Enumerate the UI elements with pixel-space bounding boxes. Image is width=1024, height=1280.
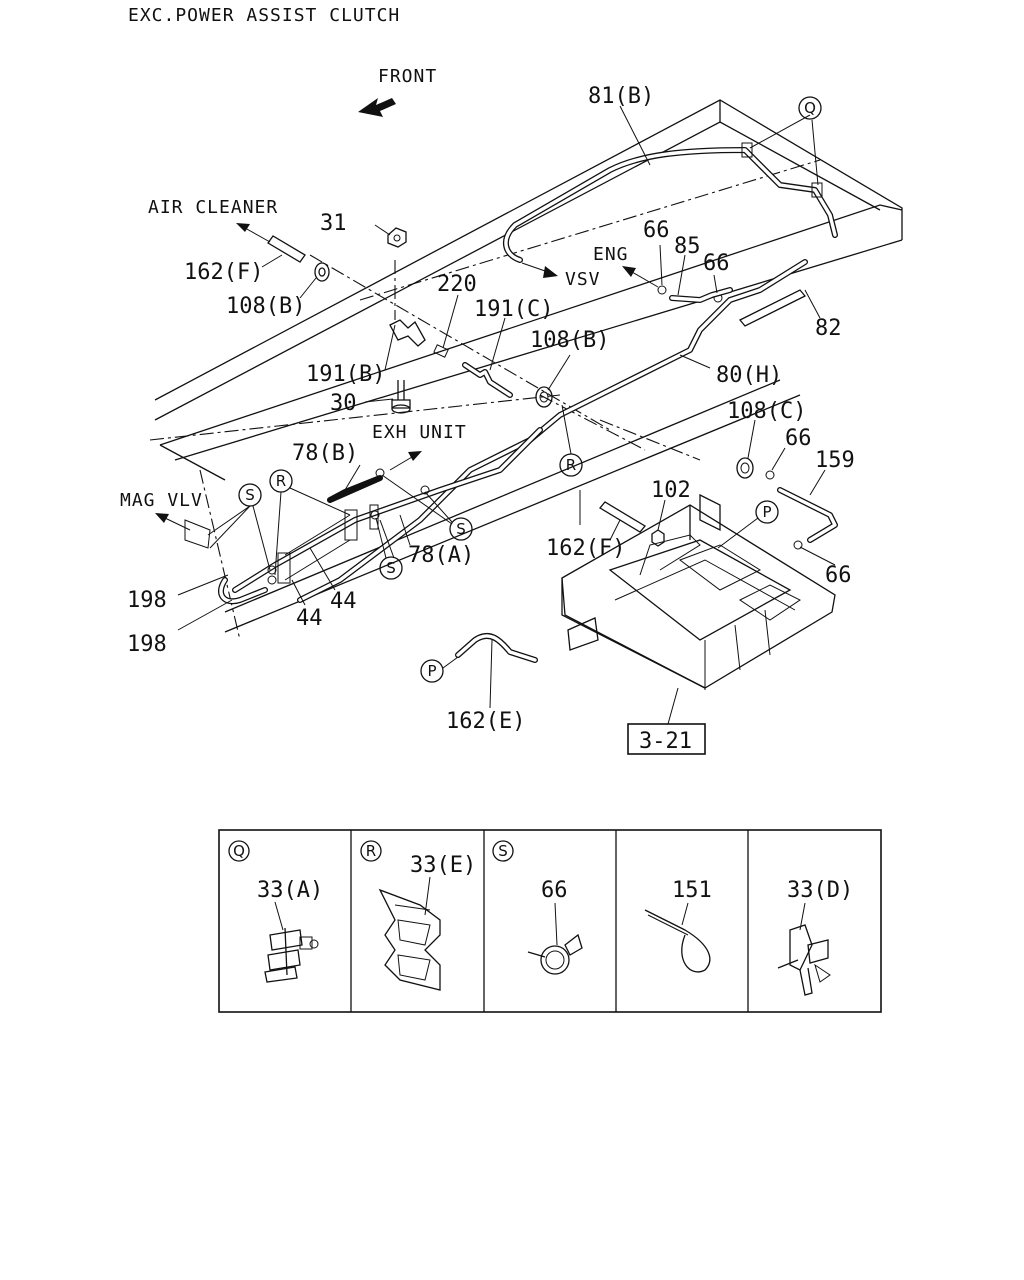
pipe-80h: [297, 259, 808, 603]
svg-text:S: S: [245, 486, 255, 504]
label-220: 220: [437, 272, 477, 297]
label-mag-vlv: MAG VLV: [120, 490, 203, 511]
label-162e: 162(E): [446, 709, 525, 734]
label-vsv: VSV: [565, 269, 601, 290]
bracket-191b: [389, 319, 426, 347]
vsv-arrow-icon: [521, 262, 558, 278]
svg-text:S: S: [386, 559, 396, 577]
callout-s-2: S: [449, 517, 473, 541]
svg-text:R: R: [566, 456, 576, 474]
label-159: 159: [815, 448, 855, 473]
exh-unit-arrow-icon: [389, 451, 422, 471]
front-arrow-icon: [358, 98, 396, 117]
hose-162e: [455, 632, 538, 663]
pipe-191c: [462, 362, 513, 398]
hose-82: [738, 289, 807, 327]
legend-cell-151: 151: [644, 878, 712, 973]
grommet-108b: [535, 386, 553, 408]
callout-s-1: S: [238, 483, 262, 507]
label-44-a: 44: [330, 589, 357, 614]
cable-tie-151-icon: [644, 909, 711, 973]
label-102: 102: [651, 478, 691, 503]
label-80h: 80(H): [716, 363, 782, 388]
label-ref-3-21: 3-21: [639, 729, 692, 754]
svg-text:P: P: [427, 662, 436, 680]
callout-p-2: P: [420, 659, 444, 683]
label-162f-top: 162(F): [184, 260, 263, 285]
svg-text:Q: Q: [804, 99, 816, 117]
label-30: 30: [330, 391, 357, 416]
svg-text:R: R: [276, 472, 286, 490]
label-81b: 81(B): [588, 84, 654, 109]
callout-p-1: P: [755, 500, 779, 524]
legend-part-151: 151: [672, 878, 712, 903]
label-31: 31: [320, 211, 347, 236]
diagram-title: EXC.POWER ASSIST CLUTCH: [128, 5, 400, 26]
label-exh-unit: EXH UNIT: [372, 422, 467, 443]
callout-r-1: R: [559, 453, 583, 477]
clip-33a-icon: [264, 927, 319, 983]
clip-33d-icon: [777, 924, 831, 996]
hose-159: [777, 487, 838, 543]
svg-text:P: P: [762, 503, 771, 521]
mag-vlv-arrow-icon: [155, 513, 211, 549]
front-label: FRONT: [378, 66, 437, 87]
callout-s-3: S: [379, 556, 403, 580]
eng-arrow-icon: [622, 266, 659, 288]
svg-text:S: S: [498, 842, 508, 860]
label-108b-left: 108(B): [226, 294, 305, 319]
legend-cell-s: S 66: [492, 840, 583, 975]
bolt-30-icon: [391, 380, 411, 414]
air-tank-assembly: [561, 493, 836, 690]
label-66-a: 66: [643, 218, 670, 243]
hose-85: [669, 287, 733, 303]
label-108c: 108(C): [727, 399, 806, 424]
label-78b: 78(B): [292, 441, 358, 466]
air-cleaner-arrow-icon: [236, 223, 271, 243]
label-66-d: 66: [825, 563, 852, 588]
label-66-b: 66: [703, 251, 730, 276]
legend-part-33d: 33(D): [787, 878, 853, 903]
legend-part-33e: 33(E): [410, 853, 476, 878]
callout-r-2: R: [269, 469, 293, 493]
grommet-108c: [736, 457, 754, 479]
label-44-b: 44: [296, 606, 323, 631]
legend-part-33a: 33(A): [257, 878, 323, 903]
label-82: 82: [815, 316, 842, 341]
clip-33e-icon: [378, 888, 441, 991]
legend-cell-r: R 33(E): [360, 840, 476, 991]
svg-text:R: R: [366, 842, 376, 860]
label-162f-mid: 162(F): [546, 536, 625, 561]
callout-leaders: [207, 404, 759, 669]
legend-part-66: 66: [541, 878, 568, 903]
legend-cell-33d: 33(D): [777, 878, 853, 996]
label-198-b: 198: [127, 632, 167, 657]
ref-3-21-box[interactable]: [627, 723, 706, 755]
legend-table: [218, 829, 882, 1013]
pipe-81b: [503, 142, 838, 263]
label-eng: ENG: [593, 244, 629, 265]
clamp-66-legend-icon: [527, 933, 583, 975]
hose-162f-mid: [599, 501, 646, 533]
label-198-a: 198: [127, 588, 167, 613]
label-66-c: 66: [785, 426, 812, 451]
label-85: 85: [674, 234, 701, 259]
leader-lines: [177, 105, 836, 725]
label-78a: 78(A): [408, 543, 474, 568]
svg-text:Q: Q: [233, 842, 245, 860]
callout-q: Q: [798, 96, 822, 120]
label-191c: 191(C): [474, 297, 553, 322]
label-108b-mid: 108(B): [530, 328, 609, 353]
chassis-frame: [149, 99, 903, 641]
nut-31-icon: [387, 227, 407, 248]
svg-text:S: S: [456, 520, 466, 538]
label-air-cleaner: AIR CLEANER: [148, 197, 278, 218]
legend-cell-q: Q 33(A): [228, 840, 323, 983]
hose-162f-top: [267, 235, 330, 282]
label-191b: 191(B): [306, 362, 385, 387]
